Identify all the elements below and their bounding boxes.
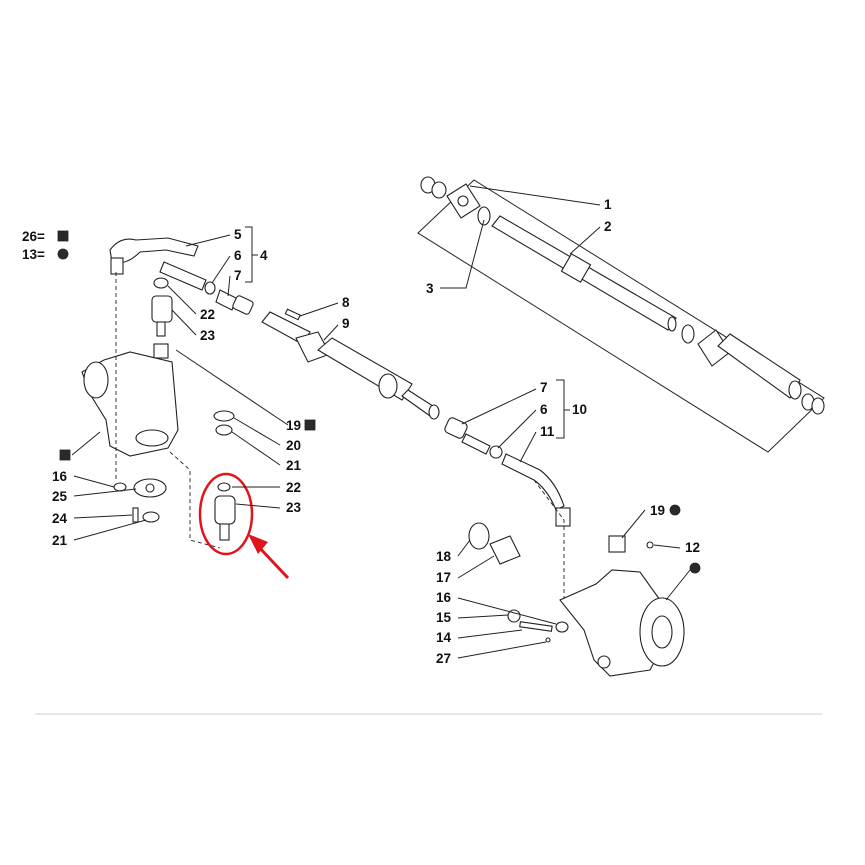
left-tie-rod (109, 237, 254, 315)
callout-4: 4 (260, 248, 268, 263)
legend: 26= 13= (22, 229, 69, 262)
leader-lines (71, 185, 691, 659)
right-tie-rod (444, 417, 571, 527)
callout-22b: 22 (286, 480, 301, 495)
highlight-circle (198, 472, 254, 556)
callout-labels: 1 2 3 4 5 6 7 8 9 7 6 10 11 19 20 21 22 … (52, 197, 700, 666)
callout-19: 19 (286, 418, 301, 433)
highlight-marker (198, 472, 290, 580)
circle-marker-icon (669, 504, 681, 516)
callout-12: 12 (685, 540, 700, 555)
callout-10: 10 (572, 402, 587, 417)
callout-23: 23 (200, 328, 216, 343)
callout-16b: 16 (436, 590, 452, 605)
callout-21: 21 (286, 458, 302, 473)
callout-6b: 6 (540, 402, 548, 417)
callout-6: 6 (234, 248, 242, 263)
callout-3: 3 (426, 281, 434, 296)
callout-20: 20 (286, 438, 301, 453)
callout-25: 25 (52, 489, 68, 504)
callout-23b: 23 (286, 500, 302, 515)
callout-27: 27 (436, 651, 451, 666)
callout-8: 8 (342, 295, 350, 310)
callout-14: 14 (436, 630, 452, 645)
callout-7b: 7 (540, 380, 548, 395)
square-marker-icon (57, 230, 69, 242)
callout-21b: 21 (52, 533, 68, 548)
steering-cylinder (261, 308, 440, 420)
circle-marker-icon (57, 248, 69, 260)
highlight-arrow-head (248, 534, 268, 554)
callout-17: 17 (436, 570, 451, 585)
legend-square-text: 26= (22, 229, 45, 244)
callout-18: 18 (436, 549, 452, 564)
square-marker-icon (304, 419, 316, 431)
callout-19b: 19 (650, 503, 665, 518)
callout-5: 5 (234, 227, 242, 242)
axle-shaft-panel (417, 176, 825, 453)
square-marker-icon (59, 449, 71, 461)
callout-24: 24 (52, 511, 68, 526)
callout-7: 7 (234, 268, 242, 283)
callout-15: 15 (436, 610, 452, 625)
right-hub (468, 479, 685, 677)
circle-marker-icon (689, 562, 701, 574)
callout-22: 22 (200, 307, 215, 322)
callout-1: 1 (604, 197, 612, 212)
left-knuckle (81, 272, 236, 549)
callout-11: 11 (540, 424, 555, 439)
callout-16: 16 (52, 469, 68, 484)
callout-9: 9 (342, 316, 350, 331)
legend-circle-text: 13= (22, 247, 45, 262)
callout-2: 2 (604, 219, 612, 234)
